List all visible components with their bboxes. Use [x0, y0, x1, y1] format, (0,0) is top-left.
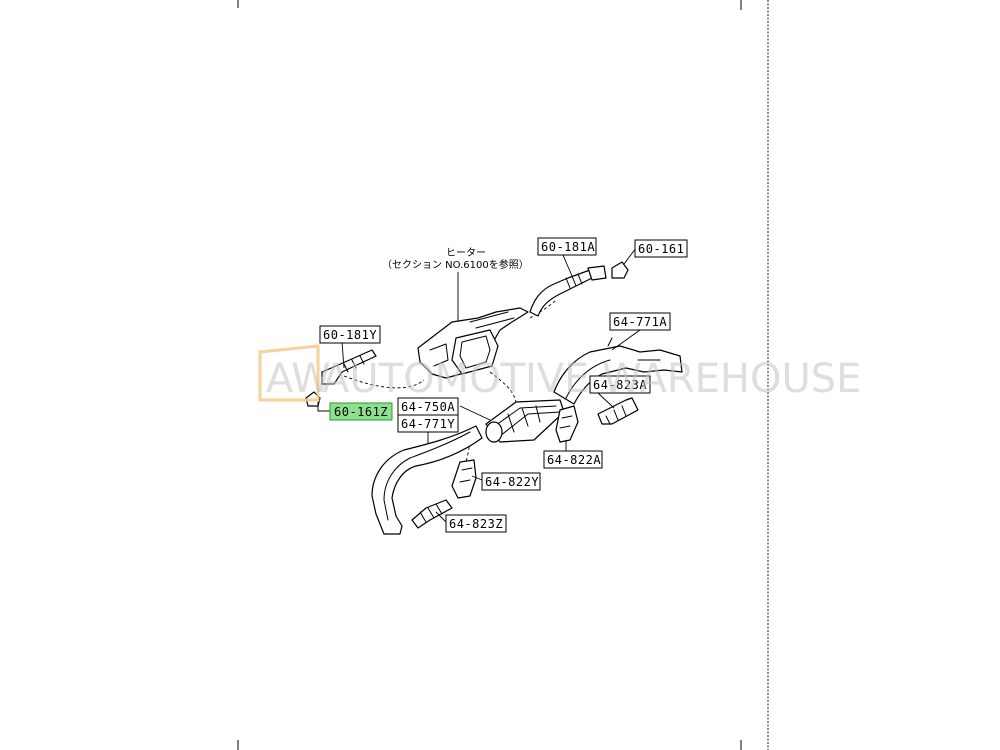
callout-64-750A-label: 64-750A	[401, 400, 455, 414]
nozzle-64-823A	[597, 397, 639, 425]
callout-64-823A[interactable]: 64-823A	[589, 375, 651, 394]
callout-64-823A-label: 64-823A	[593, 378, 647, 392]
heater-note-line1: ヒーター	[446, 247, 486, 259]
hose-60-181Y	[321, 349, 377, 385]
heater-note-line2: （セクション NO.6100を参照）	[382, 258, 529, 271]
watermark-text: AUTOMOTIVE WAREHOUSE	[322, 356, 861, 402]
callout-60-181A[interactable]: 60-181A	[537, 237, 597, 256]
callout-60-161Z-label: 60-161Z	[334, 405, 388, 419]
callout-64-822A-label: 64-822A	[547, 453, 601, 467]
clip-60-161	[611, 261, 629, 279]
callout-64-771A-label: 64-771A	[613, 315, 667, 329]
callout-60-161-label: 60-161	[638, 242, 684, 256]
duct-64-771Y	[371, 425, 483, 535]
callout-64-822A[interactable]: 64-822A	[543, 450, 603, 469]
heater-note: ヒーター （セクション NO.6100を参照）	[382, 247, 529, 328]
duct-64-771A	[553, 337, 683, 405]
callout-64-822Y[interactable]: 64-822Y	[481, 472, 541, 491]
callout-64-823Z[interactable]: 64-823Z	[445, 514, 507, 533]
callout-64-771Y-label: 64-771Y	[401, 417, 455, 431]
watermark-logo-icon	[258, 344, 320, 402]
callout-64-771Y[interactable]: 64-771Y	[397, 414, 459, 433]
callout-60-161Z[interactable]: 60-161Z	[329, 402, 393, 421]
callout-60-181A-label: 60-181A	[541, 240, 595, 254]
callout-60-161[interactable]: 60-161	[634, 239, 688, 258]
page-frame	[237, 0, 769, 750]
watermark-logo: AW	[266, 356, 331, 402]
callout-64-771A[interactable]: 64-771A	[609, 312, 671, 331]
callout-64-822Y-label: 64-822Y	[485, 475, 539, 489]
callout-60-181Y-label: 60-181Y	[323, 328, 377, 342]
nozzle-64-823Z	[411, 499, 453, 529]
duct-64-750A	[485, 399, 565, 443]
heater-unit	[417, 307, 529, 379]
callout-64-823Z-label: 64-823Z	[449, 517, 503, 531]
hose-60-181A	[529, 265, 607, 317]
watermark: AW AUTOMOTIVE WAREHOUSE	[258, 344, 861, 402]
callout-64-750A[interactable]: 64-750A	[397, 397, 459, 416]
callout-60-181Y[interactable]: 60-181Y	[319, 325, 381, 344]
connector-64-822Y	[451, 459, 477, 499]
connector-64-822A	[555, 405, 579, 443]
leader-lines	[317, 247, 641, 523]
